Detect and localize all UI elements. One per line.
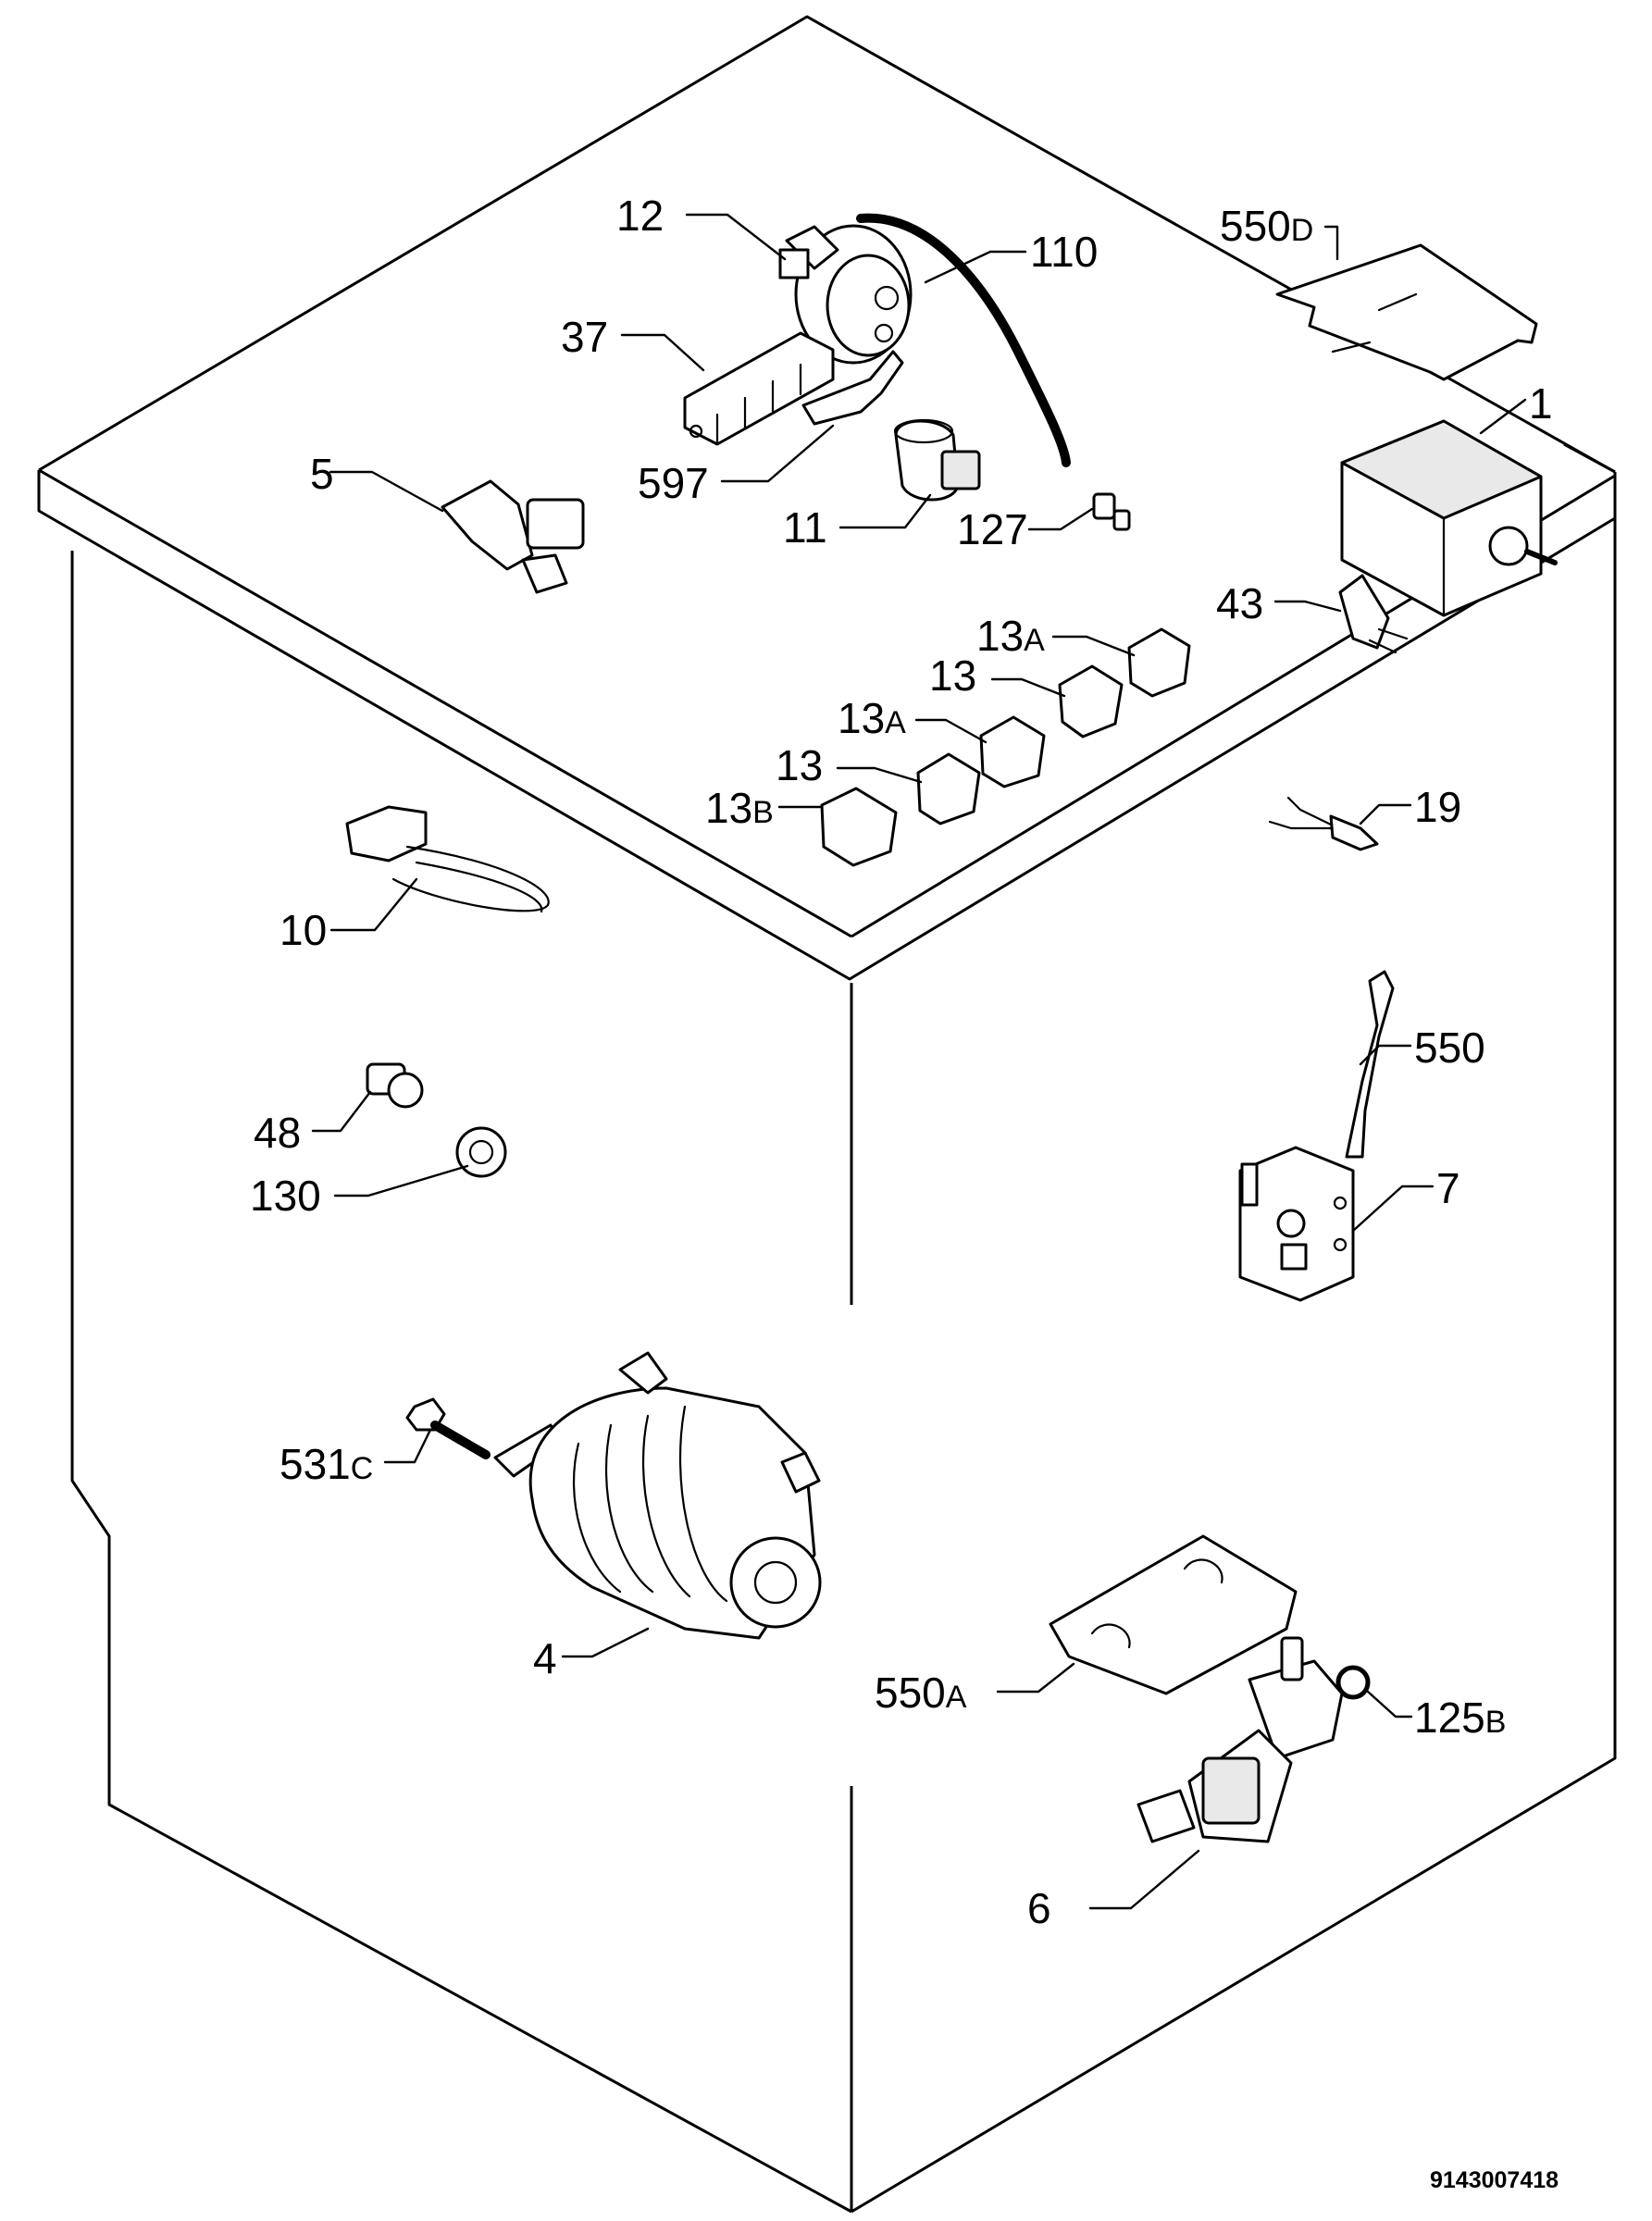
label-127: 127 <box>957 505 1028 553</box>
label-110: 110 <box>1030 228 1098 276</box>
label-1: 1 <box>1529 379 1553 428</box>
part-labels: 12 110 550D 37 1 5 597 11 127 43 13A 13 … <box>250 192 1553 1932</box>
part-37-terminal-block[interactable] <box>683 331 835 446</box>
label-43: 43 <box>1216 579 1263 627</box>
part-125b-gasket[interactable] <box>1335 1665 1371 1700</box>
part-11-capacitor[interactable] <box>893 418 981 502</box>
label-12: 12 <box>616 192 664 240</box>
label-11: 11 <box>783 503 827 552</box>
part-1-programme-timer[interactable] <box>1340 419 1558 617</box>
label-531c: 531C <box>279 1440 373 1488</box>
part-7-door-lock[interactable] <box>1238 1146 1355 1302</box>
label-10: 10 <box>279 906 327 954</box>
part-5-inlet-valve[interactable] <box>441 479 585 594</box>
label-13a-lower: 13A <box>838 694 906 742</box>
part-597-bracket[interactable] <box>801 350 904 426</box>
part-13-connector-lower[interactable] <box>916 752 981 825</box>
label-13b: 13B <box>705 784 774 832</box>
label-550: 550 <box>1414 1024 1485 1072</box>
label-5: 5 <box>310 450 334 498</box>
part-43-switch[interactable] <box>1338 574 1409 654</box>
part-4-motor[interactable] <box>493 1351 822 1640</box>
part-6-drain-pump[interactable] <box>1137 1636 1344 1843</box>
label-48: 48 <box>254 1109 301 1157</box>
label-6: 6 <box>1027 1884 1051 1932</box>
part-13b-connector[interactable] <box>820 787 898 867</box>
label-37: 37 <box>561 313 608 361</box>
part-48-thermostat[interactable] <box>366 1062 424 1109</box>
label-13a-upper: 13A <box>976 612 1045 660</box>
leader-lines <box>311 213 1527 1910</box>
label-125b: 125B <box>1414 1694 1506 1742</box>
label-19: 19 <box>1414 783 1461 831</box>
label-4: 4 <box>533 1634 557 1682</box>
part-13-connector-upper[interactable] <box>1058 664 1124 738</box>
part-19-sensor[interactable] <box>1268 796 1379 851</box>
part-13a-connector-upper[interactable] <box>1127 627 1191 698</box>
label-550d: 550D <box>1220 202 1313 250</box>
label-550a: 550A <box>875 1669 967 1717</box>
part-13a-connector-lower[interactable] <box>979 715 1046 788</box>
part-127-connector[interactable] <box>1092 492 1131 531</box>
label-130: 130 <box>250 1172 321 1220</box>
document-number: 9143007418 <box>1430 2167 1559 2193</box>
label-7: 7 <box>1436 1164 1460 1212</box>
part-10-heating-element[interactable] <box>345 805 550 913</box>
part-110-pressure-hose[interactable] <box>856 213 1071 467</box>
part-130-relay[interactable] <box>455 1126 507 1178</box>
part-550d-cover-plate[interactable] <box>1275 243 1538 381</box>
label-13-upper: 13 <box>929 651 976 700</box>
part-550-lever[interactable] <box>1345 970 1395 1159</box>
label-13-lower: 13 <box>776 741 823 789</box>
part-550a-cover[interactable] <box>1049 1534 1298 1695</box>
part-531c-screw[interactable] <box>405 1397 491 1459</box>
label-597: 597 <box>638 459 709 507</box>
part-12-pressure-switch[interactable] <box>778 224 913 365</box>
